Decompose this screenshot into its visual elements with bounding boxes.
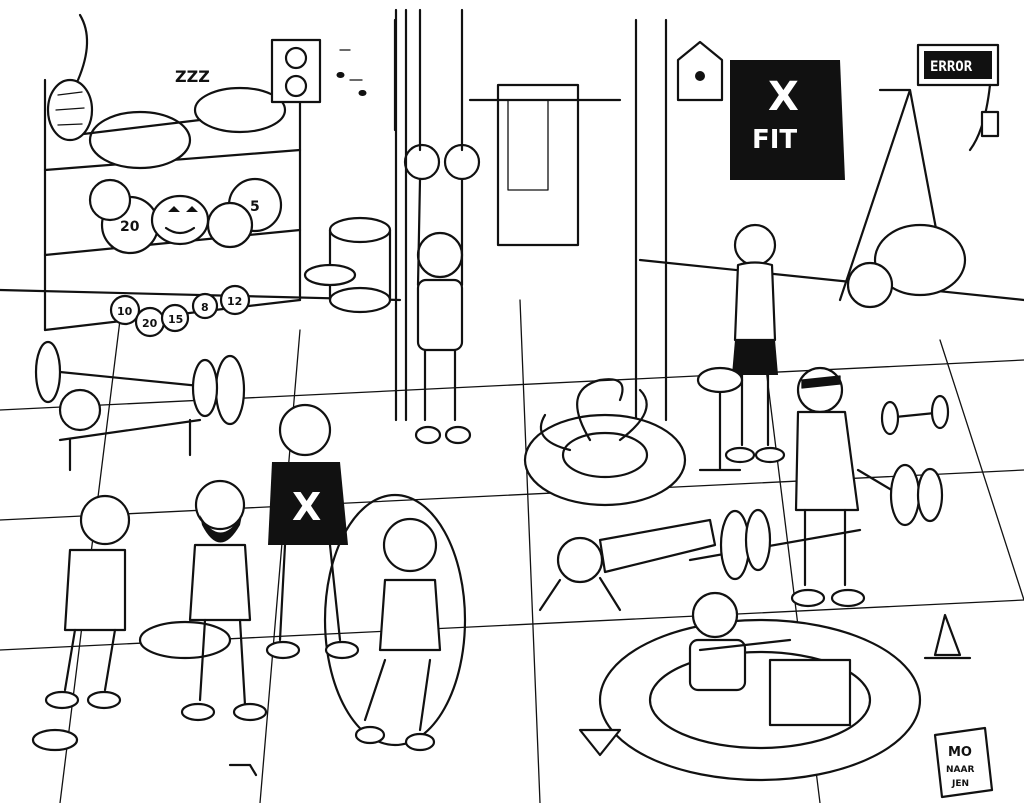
svg-text:JEN: JEN xyxy=(951,779,969,789)
svg-text:NAAR: NAAR xyxy=(946,765,974,775)
banner-x: X xyxy=(768,74,799,120)
man-lifting-dumbbell xyxy=(790,366,944,608)
bearded-man-with-tray xyxy=(138,479,268,722)
svg-text:5: 5 xyxy=(250,199,260,215)
svg-text:15: 15 xyxy=(168,313,183,326)
kettlebells: 10 20 15 8 12 xyxy=(109,284,251,338)
rowing-man-in-tub xyxy=(598,591,922,782)
floor-dumbbell xyxy=(880,394,950,436)
svg-text:20: 20 xyxy=(142,317,158,330)
sleeping-man: ZZZ xyxy=(73,67,287,170)
xfit-banner: X FIT xyxy=(730,60,845,180)
svg-text:10: 10 xyxy=(117,305,133,318)
cable-machine xyxy=(838,88,967,309)
jack-o-lantern xyxy=(150,194,210,246)
svg-text:8: 8 xyxy=(201,301,209,314)
speaker xyxy=(270,38,367,104)
digital-clock: ERROR xyxy=(916,43,1000,152)
striped-cat xyxy=(46,13,94,142)
weight-plate-stack xyxy=(303,216,392,314)
birdhouse xyxy=(676,40,724,102)
traffic-cone xyxy=(923,613,972,660)
svg-text:MO: MO xyxy=(948,745,972,760)
gym-rings xyxy=(393,8,481,181)
equipment-shelf: ZZZ 20 5 10 20 15 xyxy=(43,13,392,338)
banner-fit: FIT xyxy=(752,125,797,155)
man-doing-pushup xyxy=(538,518,717,612)
medicine-balls: 20 5 xyxy=(88,177,283,255)
floor-props xyxy=(31,366,744,777)
svg-text:12: 12 xyxy=(227,295,242,308)
woman-jumping-rope xyxy=(323,493,467,752)
artist-signature: MO NAAR JEN xyxy=(933,726,994,799)
man-in-x-shirt: X xyxy=(265,403,360,660)
exhausted-man xyxy=(44,494,131,710)
shirt-x-logo: X xyxy=(292,485,321,529)
vending-machine xyxy=(468,83,622,247)
man-hanging-on-rings xyxy=(414,178,472,445)
woman-athlete xyxy=(724,223,786,464)
clock-display: ERROR xyxy=(930,59,973,75)
barbell xyxy=(688,508,862,581)
svg-text:20: 20 xyxy=(120,219,140,235)
man-on-bench-press xyxy=(34,340,246,472)
tire-with-octopus xyxy=(523,378,687,507)
svg-text:ZZZ: ZZZ xyxy=(175,67,210,86)
